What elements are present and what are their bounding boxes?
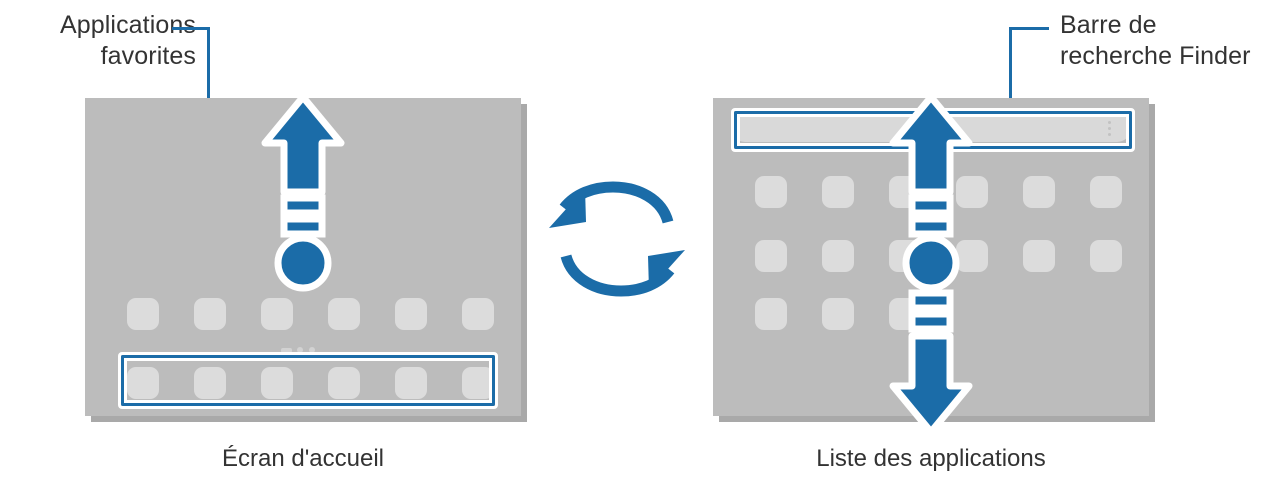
callout-leader-finder-vertical bbox=[1009, 27, 1012, 121]
kebab-menu-icon[interactable] bbox=[1108, 121, 1111, 124]
apps-grid-icon[interactable] bbox=[1090, 240, 1122, 272]
apps-grid-icon[interactable] bbox=[1023, 240, 1055, 272]
callout-leader-favorites-horizontal bbox=[172, 27, 210, 30]
apps-grid-icon[interactable] bbox=[956, 176, 988, 208]
left-screen-caption: Écran d'accueil bbox=[222, 445, 384, 472]
apps-grid-icon[interactable] bbox=[889, 240, 921, 272]
dock-app-icon[interactable] bbox=[462, 367, 494, 399]
dock-favorites-row[interactable] bbox=[118, 352, 498, 409]
dock-app-icon[interactable] bbox=[127, 367, 159, 399]
apps-grid-icon[interactable] bbox=[889, 298, 921, 330]
home-app-icon[interactable] bbox=[462, 298, 494, 330]
apps-grid-icon[interactable] bbox=[889, 176, 921, 208]
dock-app-icon[interactable] bbox=[261, 367, 293, 399]
dock-app-icon[interactable] bbox=[328, 367, 360, 399]
apps-grid-icon[interactable] bbox=[1090, 176, 1122, 208]
apps-grid-icon[interactable] bbox=[755, 176, 787, 208]
page-indicator-dot bbox=[309, 347, 315, 353]
callout-label-favorites: Applications favorites bbox=[59, 11, 196, 70]
kebab-menu-icon[interactable] bbox=[1108, 133, 1111, 136]
right-screen-caption: Liste des applications bbox=[816, 445, 1046, 472]
apps-grid-icon[interactable] bbox=[1023, 176, 1055, 208]
apps-grid-icon[interactable] bbox=[956, 240, 988, 272]
callout-leader-finder-horizontal bbox=[1009, 27, 1049, 30]
callout-label-finder: Barre de recherche Finder bbox=[1060, 11, 1251, 70]
apps-grid-icon[interactable] bbox=[822, 298, 854, 330]
home-app-icon[interactable] bbox=[261, 298, 293, 330]
sync-arrows-icon bbox=[549, 181, 685, 297]
home-app-icon[interactable] bbox=[328, 298, 360, 330]
home-app-icon[interactable] bbox=[194, 298, 226, 330]
finder-search-bar[interactable] bbox=[731, 108, 1135, 152]
dock-app-icon[interactable] bbox=[395, 367, 427, 399]
home-app-icon[interactable] bbox=[395, 298, 427, 330]
kebab-menu-icon[interactable] bbox=[1108, 127, 1111, 130]
page-indicator-dash bbox=[281, 348, 292, 353]
apps-grid-icon[interactable] bbox=[822, 240, 854, 272]
apps-grid-icon[interactable] bbox=[822, 176, 854, 208]
page-indicator-dot bbox=[297, 347, 303, 353]
dock-app-icon[interactable] bbox=[194, 367, 226, 399]
apps-grid-icon[interactable] bbox=[755, 298, 787, 330]
apps-grid-icon[interactable] bbox=[755, 240, 787, 272]
home-app-icon[interactable] bbox=[127, 298, 159, 330]
